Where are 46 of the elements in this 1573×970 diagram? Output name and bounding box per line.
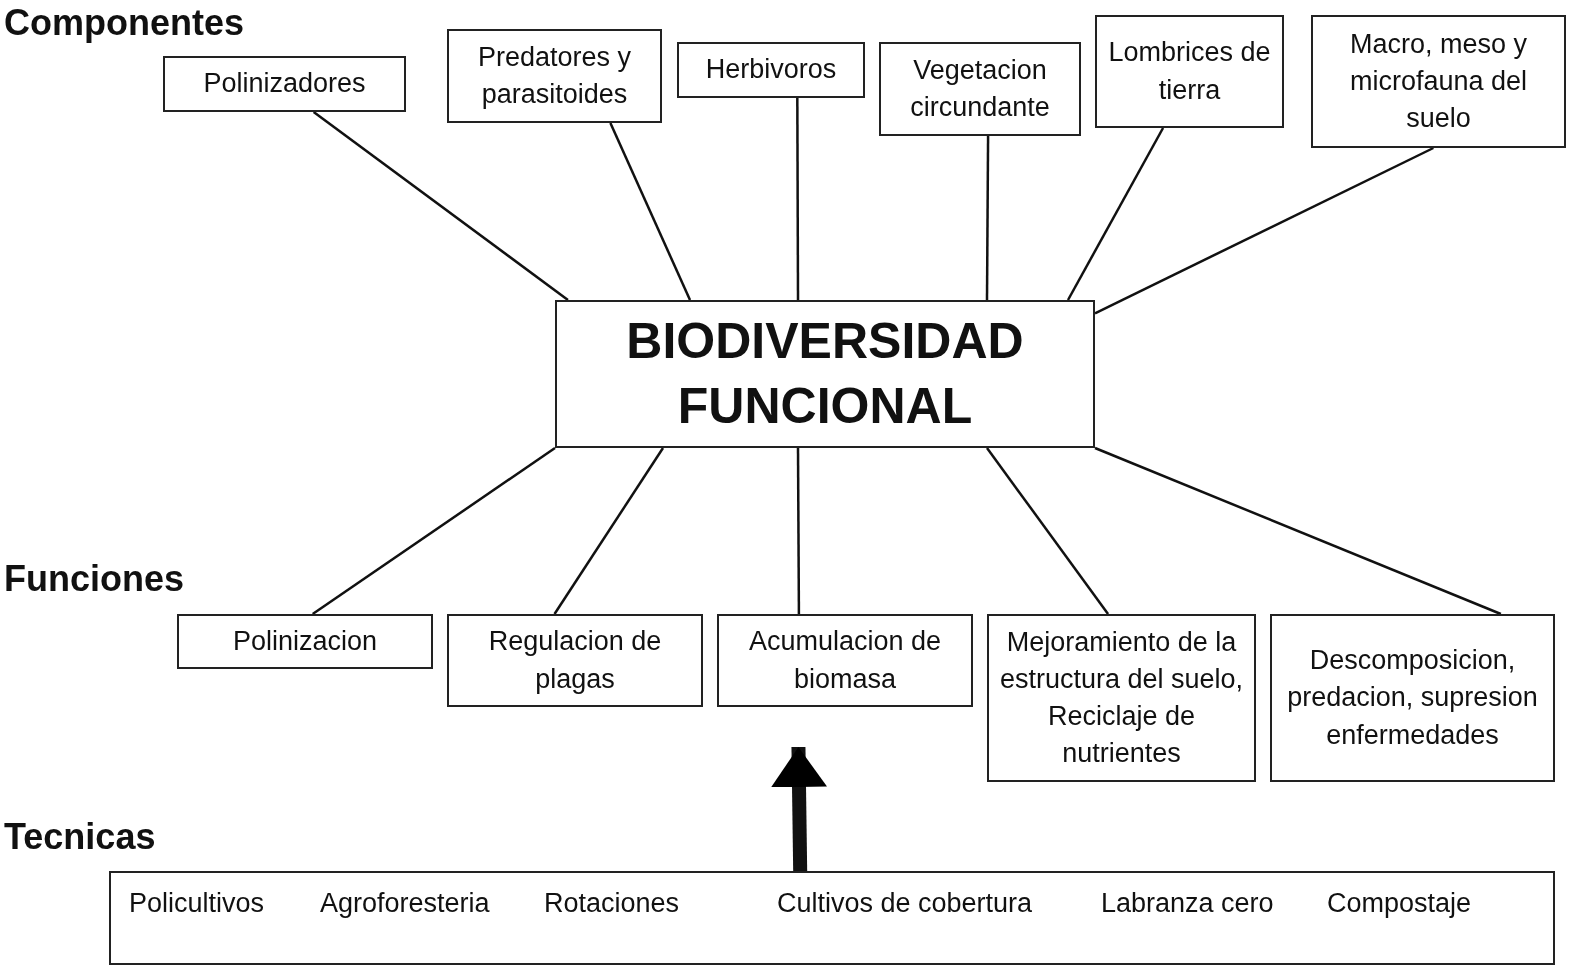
connector-line <box>1094 146 1434 315</box>
box-label: Descomposicion, predacion, supresion enfermedades <box>1286 644 1539 752</box>
techniques-box <box>109 871 1555 965</box>
connector-line <box>609 122 692 301</box>
concept-box <box>717 614 973 707</box>
technique-label: Rotaciones <box>544 887 680 920</box>
box-label: Herbivoros <box>705 53 837 87</box>
concept-box <box>987 614 1256 782</box>
technique-label: Agroforesteria <box>320 887 490 920</box>
connector-line <box>1066 127 1165 301</box>
arrow <box>771 746 827 872</box>
section-heading: Funciones <box>4 558 185 600</box>
box-label: Polinizadores <box>203 67 366 101</box>
box-label: Mejoramiento de la estructura del suelo, Reciclaje de nutrientes <box>998 625 1245 771</box>
technique-label: Policultivos <box>129 887 265 920</box>
concept-box <box>1311 15 1566 148</box>
box-label: Regulacion de plagas <box>487 625 663 696</box>
central-title: BIODIVERSIDAD FUNCIONAL <box>625 312 1025 436</box>
connector-line <box>796 98 800 300</box>
connector-line <box>985 136 990 300</box>
concept-box <box>1095 15 1284 128</box>
box-label: Polinizacion <box>232 624 378 658</box>
technique-label: Labranza cero <box>1101 887 1274 920</box>
connector-line <box>986 447 1110 615</box>
technique-label: Compostaje <box>1327 887 1472 920</box>
box-label: Acumulacion de biomasa <box>747 625 943 696</box>
box-label: Macro, meso y microfauna del suelo <box>1348 27 1529 136</box>
connector-line <box>312 111 569 301</box>
technique-label: Cultivos de cobertura <box>777 887 1033 920</box>
connector-line <box>1094 446 1502 616</box>
connector-line <box>796 448 801 614</box>
concept-box <box>163 56 406 112</box>
concept-box <box>1270 614 1555 782</box>
box-label: Predatores y parasitoides <box>476 40 633 111</box>
section-heading: Tecnicas <box>4 816 156 858</box>
concept-box <box>177 614 433 669</box>
central-box <box>555 300 1095 448</box>
concept-box <box>447 614 703 707</box>
concept-box <box>447 29 662 123</box>
concept-box <box>879 42 1081 136</box>
connector-line <box>311 446 556 616</box>
section-heading: Componentes <box>4 2 244 44</box>
concept-box <box>677 42 865 98</box>
box-label: Vegetacion circundante <box>909 53 1051 124</box>
box-label: Lombrices de tierra <box>1107 36 1272 107</box>
connector-line <box>553 447 665 615</box>
